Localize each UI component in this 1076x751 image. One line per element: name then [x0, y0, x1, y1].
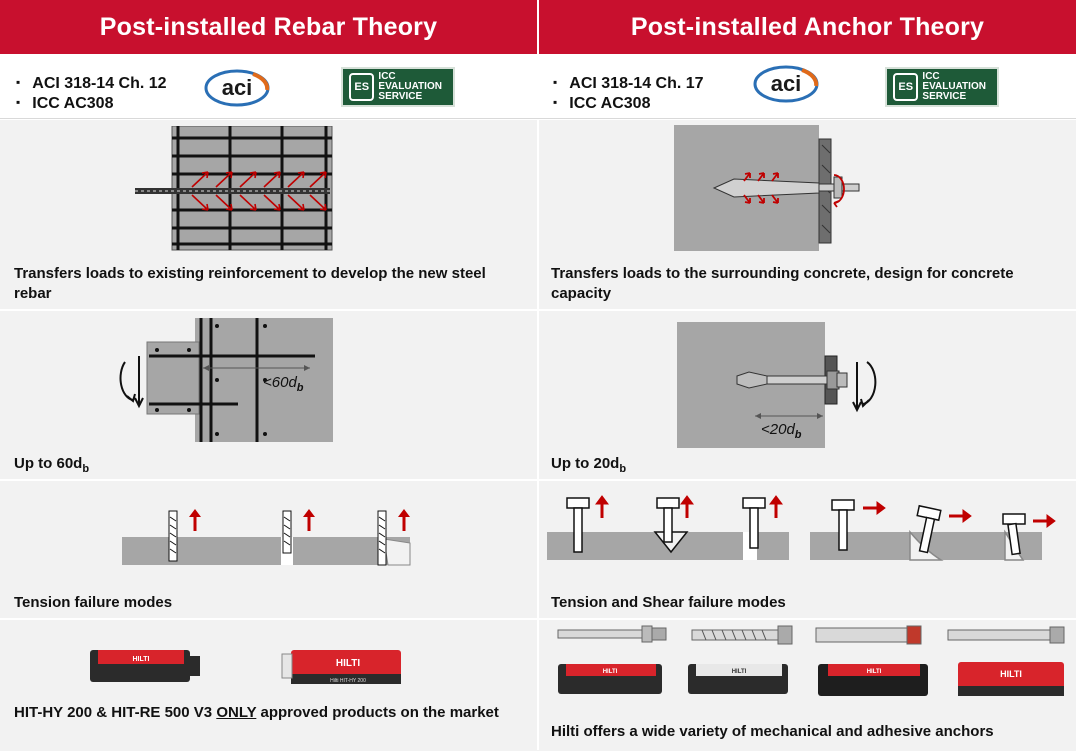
- icc-logo-line1: ICC EVALUATION: [378, 71, 442, 92]
- aci-logo-text: aci: [222, 75, 253, 100]
- left-header: Post-installed Rebar Theory: [0, 0, 537, 54]
- embed-length-label: <20db: [761, 421, 802, 441]
- aci-logo: aci: [753, 65, 819, 103]
- right-standard-item: ACI 318-14 Ch. 17: [553, 74, 703, 94]
- brand-text: HILTI: [133, 656, 150, 663]
- aci-logo: aci: [204, 69, 270, 107]
- right-standard-item: ICC AC308: [553, 94, 704, 114]
- icc-mark-icon: ES: [349, 73, 375, 101]
- left-length-caption: Up to 60db: [14, 455, 90, 475]
- left-standard-item: ACI 318-14 Ch. 12: [16, 74, 166, 94]
- icc-logo-line2: SERVICE: [378, 91, 423, 102]
- right-products-caption: Hilti offers a wide variety of mechanica…: [551, 723, 994, 740]
- cartridge-label: Hilti HIT-HY 200: [330, 678, 366, 684]
- adhesive-cartridges-image: HILTI HILTI Hilti HIT-HY 200: [90, 650, 401, 684]
- brand-text: HILTI: [603, 669, 618, 675]
- hit-re-500-cartridge: HILTI Hilti HIT-HY 200: [281, 650, 401, 684]
- screw-anchor: [691, 629, 789, 641]
- column-divider: [537, 0, 539, 750]
- rebar-splice-diagram: [119, 318, 333, 442]
- brand-text: HILTI: [1000, 669, 1022, 679]
- left-products-caption: HIT-HY 200 & HIT-RE 500 V3 ONLY approved…: [14, 704, 499, 721]
- anchor-load-transfer-diagram: [674, 125, 860, 251]
- right-length-caption: Up to 20db: [551, 455, 627, 475]
- left-standard-item: ICC AC308: [16, 94, 167, 114]
- brand-text: HILTI: [336, 658, 360, 669]
- left-standards-list: ACI 318-14 Ch. 12 ICC AC308: [16, 74, 167, 114]
- icc-mark-icon: ES: [893, 73, 919, 101]
- hit-hy-200-cartridge: HILTI: [90, 650, 200, 682]
- left-title: Post-installed Rebar Theory: [99, 12, 438, 41]
- aci-logo-text: aci: [771, 71, 802, 96]
- rebar-load-transfer-diagram: [135, 126, 333, 251]
- left-failure-caption: Tension failure modes: [14, 594, 173, 611]
- right-header: Post-installed Anchor Theory: [539, 0, 1076, 54]
- icc-logo-line1: ICC EVALUATION: [922, 71, 986, 92]
- divider: [0, 118, 1076, 119]
- brand-text: HILTI: [867, 669, 882, 675]
- anchor-failure-diagram: [547, 495, 1056, 561]
- right-transfer-caption: Transfers loads to the surrounding concr…: [551, 265, 1014, 302]
- failure-mode-steel: [168, 509, 201, 562]
- dev-length-label: <60db: [263, 374, 304, 394]
- right-standards-list: ACI 318-14 Ch. 17 ICC AC308: [553, 74, 704, 114]
- right-failure-caption: Tension and Shear failure modes: [551, 594, 786, 611]
- brand-text: HILTI: [732, 669, 747, 675]
- drop-in-anchor: [947, 629, 1065, 641]
- anchor-products-image: HILTI HILTI HILTI HILTI: [557, 625, 1065, 696]
- right-title: Post-installed Anchor Theory: [630, 12, 985, 41]
- anchor-embedment-diagram: [677, 322, 877, 448]
- icc-logo-line2: SERVICE: [922, 91, 967, 102]
- left-transfer-caption: Transfers loads to existing reinforcemen…: [14, 265, 486, 302]
- failure-mode-concrete-cone: [377, 509, 411, 566]
- sleeve-anchor: [815, 627, 921, 643]
- failure-mode-pullout: [281, 509, 315, 565]
- rebar-tension-failure-diagram: [122, 509, 411, 566]
